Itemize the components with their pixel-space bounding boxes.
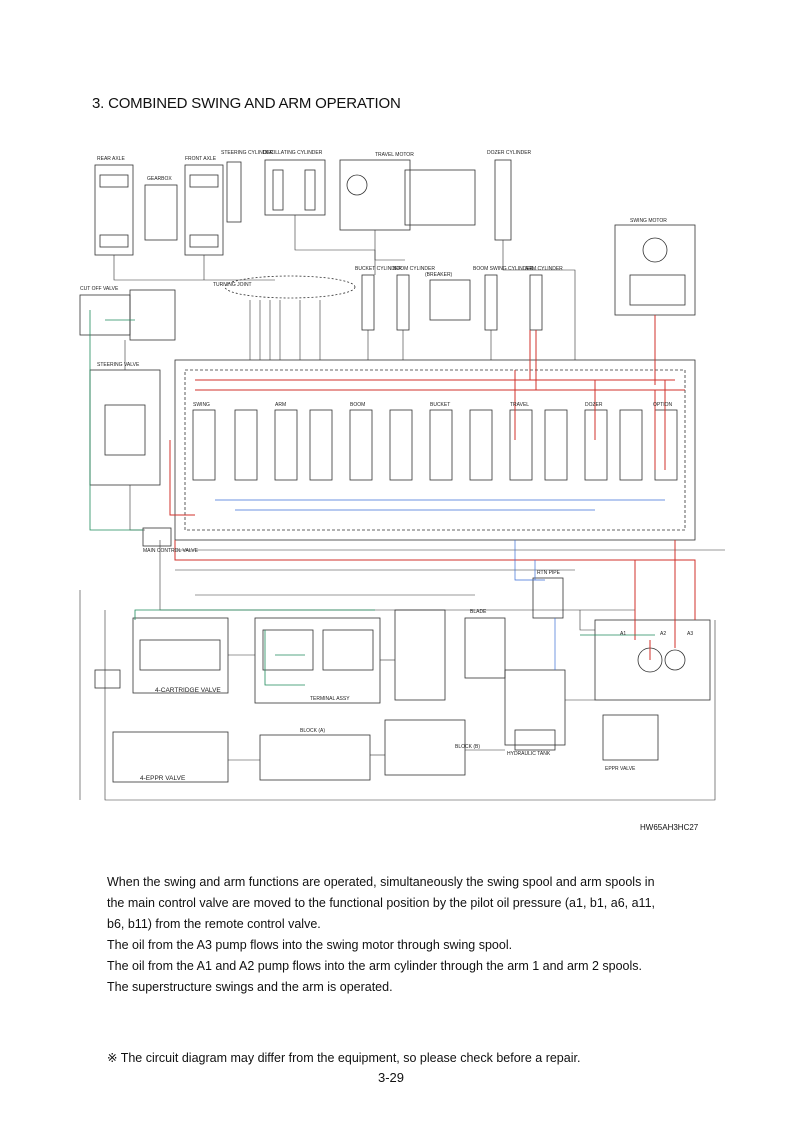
label-spool-dozer: DOZER (585, 402, 603, 408)
blade-box (464, 617, 506, 679)
label-spool-bucket: BUCKET (430, 402, 450, 408)
page-number: 3-29 (378, 1070, 405, 1085)
cartridge-valve-box (132, 617, 229, 694)
rtn-pipe-box (532, 577, 564, 619)
label-port-a3: A3 (687, 631, 693, 637)
label-spool-arm: ARM (275, 402, 286, 408)
label-travel-motor: TRAVEL MOTOR (375, 152, 414, 158)
label-rtn-pipe: RTN PIPE (537, 570, 561, 576)
page-title: 3. COMBINED SWING AND ARM OPERATION (92, 95, 401, 112)
terminal-assy-box (254, 617, 381, 704)
rear-axle-box (94, 164, 134, 256)
label-steering-valve: STEERING VALVE (97, 362, 140, 368)
label-eppr-valve-right: EPPR VALVE (605, 766, 636, 772)
description-line: the main control valve are moved to the … (107, 896, 656, 910)
description-line: The oil from the A1 and A2 pump flows in… (107, 959, 643, 973)
label-port-a2: A2 (660, 631, 666, 637)
oscillating-cylinder-box (264, 159, 326, 216)
label-block-b: BLOCK (B) (455, 744, 480, 750)
label-cartridge-valve: 4-CARTRIDGE VALVE (155, 687, 221, 694)
dozer-cylinder-box (494, 159, 512, 241)
label-spool-travel: TRAVEL (510, 402, 529, 408)
block-a-box (259, 734, 371, 781)
label-terminal-assy: TERMINAL ASSY (310, 696, 350, 702)
label-block-a: BLOCK (A) (300, 728, 325, 734)
label-spool-boom: BOOM (350, 402, 365, 408)
label-spool-option: OPTION (653, 402, 673, 408)
eppr-valve-box (112, 731, 229, 783)
label-gearbox: GEARBOX (147, 176, 172, 182)
label-rear-axle: REAR AXLE (97, 156, 125, 162)
description-line: b6, b11) from the remote control valve. (107, 917, 321, 931)
boom-swing-cylinder (484, 274, 498, 331)
boom-cylinder (396, 274, 410, 331)
turning-joint-ellipse (224, 275, 356, 299)
label-spool-swing: SWING (193, 402, 210, 408)
label-hydraulic-tank: HYDRAULIC TANK (507, 751, 551, 757)
cut-off-valve-box (79, 294, 131, 336)
gearbox-box (144, 184, 178, 241)
label-swing-motor: SWING MOTOR (630, 218, 667, 224)
description-line: The oil from the A3 pump flows into the … (107, 938, 513, 952)
label-breaker: (BREAKER) (425, 272, 453, 278)
hydraulic-tank-box (504, 669, 566, 746)
label-steering-cylinder: STEERING CYLINDER (221, 150, 274, 156)
label-turning-joint: TURNING JOINT (213, 282, 252, 288)
main-control-valve-box (174, 359, 696, 541)
repair-note: ※ The circuit diagram may differ from th… (107, 1051, 581, 1065)
label-arm-cylinder: ARM CYLINDER (525, 266, 563, 272)
bucket-cylinder (361, 274, 375, 331)
description-line: The superstructure swings and the arm is… (107, 980, 393, 994)
hydraulic-circuit-diagram: REAR AXLE GEARBOX FRONT AXLE STEERING CY… (75, 140, 725, 820)
label-cut-off-valve: CUT OFF VALVE (80, 286, 119, 292)
pump-box (594, 619, 711, 701)
circuit-svg: REAR AXLE GEARBOX FRONT AXLE STEERING CY… (79, 150, 725, 801)
label-bucket-cylinder: BUCKET CYLINDER (355, 266, 402, 272)
description-line: When the swing and arm functions are ope… (107, 875, 655, 889)
steering-cylinder-box (226, 161, 242, 223)
label-dozer-cylinder: DOZER CYLINDER (487, 150, 532, 156)
front-axle-box (184, 164, 224, 256)
label-boom-cylinder: BOOM CYLINDER (393, 266, 435, 272)
mcv-spools (192, 409, 678, 481)
eppr-valve-right-box (602, 714, 659, 761)
label-front-axle: FRONT AXLE (185, 156, 217, 162)
label-eppr-valve: 4-EPPR VALVE (140, 775, 186, 782)
drawing-code: HW65AH3HC27 (640, 823, 699, 832)
label-blade: BLADE (470, 609, 487, 615)
label-boom-swing-cylinder: BOOM SWING CYLINDER (473, 266, 534, 272)
description-text: When the swing and arm functions are ope… (107, 872, 707, 998)
arm-cylinder (529, 274, 543, 331)
swing-motor-box (614, 224, 696, 316)
label-oscillating-cylinder: OSCILLATING CYLINDER (263, 150, 323, 156)
label-port-a1: A1 (620, 631, 626, 637)
label-main-control-valve: MAIN CONTROL VALVE (143, 548, 199, 554)
block-b-box (384, 719, 466, 776)
travel-motor-box (339, 159, 411, 231)
steering-valve-box (89, 369, 161, 486)
